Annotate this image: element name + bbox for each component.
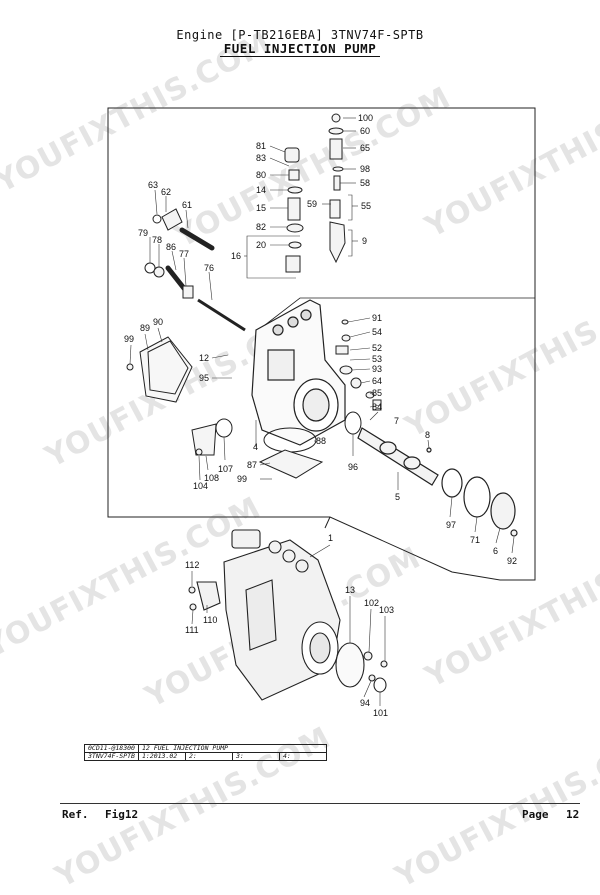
- part-label: 102: [364, 598, 379, 608]
- part-label: 62: [161, 187, 171, 197]
- part-label: 111: [185, 625, 199, 635]
- part-label: 53: [372, 354, 382, 364]
- ref-label: Ref.: [62, 808, 89, 821]
- part-label: 14: [256, 185, 266, 195]
- part-label: 13: [345, 585, 355, 595]
- part-label: 84: [372, 402, 382, 412]
- part-label: 83: [256, 153, 266, 163]
- part-label: 12: [199, 353, 209, 363]
- exploded-parts-diagram: 100 60 65 98 58 55 59 9 81 83 80 14 15 8…: [107, 107, 536, 718]
- part-label: 79: [138, 228, 148, 238]
- part-labels: 100 60 65 98 58 55 59 9 81 83 80 14 15 8…: [124, 113, 517, 718]
- part-label: 9: [362, 236, 367, 246]
- part-label: 58: [360, 178, 370, 188]
- part-label: 87: [247, 460, 257, 470]
- part-label: 8: [425, 430, 430, 440]
- part-label: 6: [493, 546, 498, 556]
- delivery-valve-parts: [328, 113, 346, 264]
- part-label: 88: [316, 436, 326, 446]
- part-label: 1: [328, 533, 333, 543]
- bottom-plates: [191, 411, 362, 479]
- part-label: 101: [373, 708, 388, 718]
- part-label: 92: [507, 556, 517, 566]
- part-label: 55: [361, 201, 371, 211]
- part-label: 96: [348, 462, 358, 472]
- part-label: 98: [360, 164, 370, 174]
- part-label: 65: [360, 143, 370, 153]
- part-label: 90: [153, 317, 163, 327]
- part-label: 89: [140, 323, 150, 333]
- part-label: 82: [256, 222, 266, 232]
- part-label: 91: [372, 313, 382, 323]
- part-label: 97: [446, 520, 456, 530]
- part-label: 20: [256, 240, 266, 250]
- part-label: 60: [360, 126, 370, 136]
- part-label: 108: [204, 473, 219, 483]
- plunger-parts: [144, 208, 246, 332]
- page-number: 12: [566, 808, 580, 821]
- part-label: 85: [372, 388, 382, 398]
- revision-4: 4:: [278, 752, 327, 761]
- part-label: 103: [379, 605, 394, 615]
- part-label: 78: [152, 235, 162, 245]
- part-label: 77: [179, 249, 189, 259]
- part-label: 80: [256, 170, 266, 180]
- part-label: 64: [372, 376, 382, 386]
- part-label: 94: [360, 698, 370, 708]
- revision-2: 2:: [184, 752, 233, 761]
- page-title-text: FUEL INJECTION PUMP: [219, 41, 381, 57]
- part-label: 104: [193, 481, 208, 491]
- camshaft: [357, 427, 518, 537]
- revision-3: 3:: [231, 752, 280, 761]
- part-label: 110: [203, 615, 217, 625]
- part-label: 76: [204, 263, 214, 273]
- part-label: 71: [470, 535, 480, 545]
- page-title: FUEL INJECTION PUMP: [0, 41, 600, 57]
- control-rack-parts: [284, 147, 304, 273]
- part-label: 54: [372, 327, 382, 337]
- part-label: 59: [307, 199, 317, 209]
- part-label: 100: [358, 113, 373, 123]
- model-code: 3TNV74F-SPTB: [84, 752, 139, 761]
- fittings: [335, 319, 382, 411]
- figure-number: Fig12: [105, 808, 139, 821]
- part-label: 95: [199, 373, 209, 383]
- part-label: 5: [395, 492, 400, 502]
- part-label: 52: [372, 343, 382, 353]
- part-label: 61: [182, 200, 192, 210]
- assembled-pump: [188, 529, 388, 701]
- part-label: 86: [166, 242, 176, 252]
- pump-housing: [251, 299, 346, 446]
- part-label: 112: [185, 560, 199, 570]
- part-label: 107: [218, 464, 233, 474]
- detail-boundary: [107, 107, 536, 581]
- part-label: 16: [231, 251, 241, 261]
- part-label: 4: [253, 442, 258, 452]
- page-label: Page: [522, 808, 549, 821]
- revision-date: 1:2013.02: [137, 752, 186, 761]
- part-label: 99: [124, 334, 134, 344]
- footer-divider: [60, 803, 580, 804]
- part-label: 7: [394, 416, 399, 426]
- leader-lines: [129, 117, 515, 706]
- part-label: 15: [256, 203, 266, 213]
- drawing-info-table: 0CD11-@18300 12 FUEL INJECTION PUMP 3TNV…: [84, 744, 327, 761]
- side-cover: [126, 336, 193, 403]
- part-label: 99: [237, 474, 247, 484]
- part-label: 63: [148, 180, 158, 190]
- part-label: 93: [372, 364, 382, 374]
- engine-model-title: Engine [P-TB216EBA] 3TNV74F-SPTB: [176, 28, 424, 42]
- part-label: 81: [256, 141, 266, 151]
